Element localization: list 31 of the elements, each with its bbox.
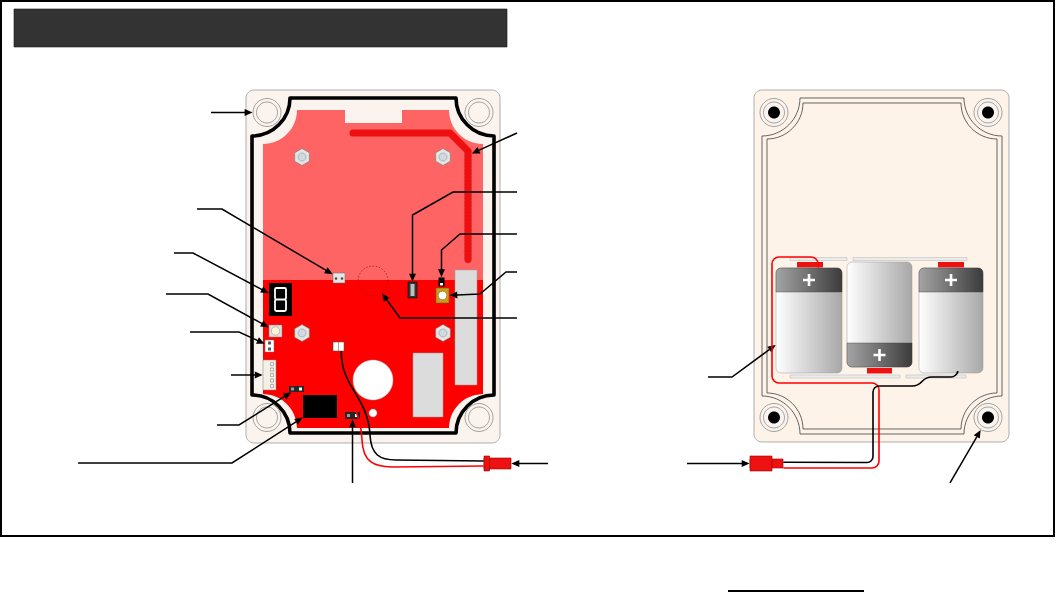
mounting-hole	[759, 403, 789, 432]
seven-segment-display	[269, 283, 292, 316]
dashed-circle	[357, 265, 389, 297]
connector	[262, 359, 277, 391]
plug	[749, 455, 784, 472]
wire	[782, 370, 959, 464]
battery	[775, 267, 843, 374]
wire-connector	[332, 341, 345, 352]
mounting-hole	[759, 98, 789, 127]
pin-header	[289, 386, 304, 392]
battery	[918, 267, 984, 374]
port	[407, 281, 418, 299]
push-button	[268, 324, 283, 338]
jumper	[438, 277, 445, 287]
leader-line	[949, 430, 981, 484]
pin-header	[345, 412, 360, 419]
chip	[303, 395, 337, 418]
mounting-hole	[973, 403, 1003, 432]
mounting-hole	[252, 98, 282, 127]
title-bar	[13, 8, 508, 48]
battery	[846, 261, 913, 368]
mounting-hole	[252, 403, 282, 432]
mounting-hole	[464, 403, 494, 432]
connector	[264, 339, 275, 353]
socket	[435, 287, 450, 304]
mounting-hole	[464, 98, 494, 127]
plug	[483, 455, 512, 472]
mounting-hole	[973, 98, 1003, 127]
wire	[771, 256, 880, 469]
antenna-trace	[349, 129, 472, 264]
connector	[332, 272, 346, 284]
